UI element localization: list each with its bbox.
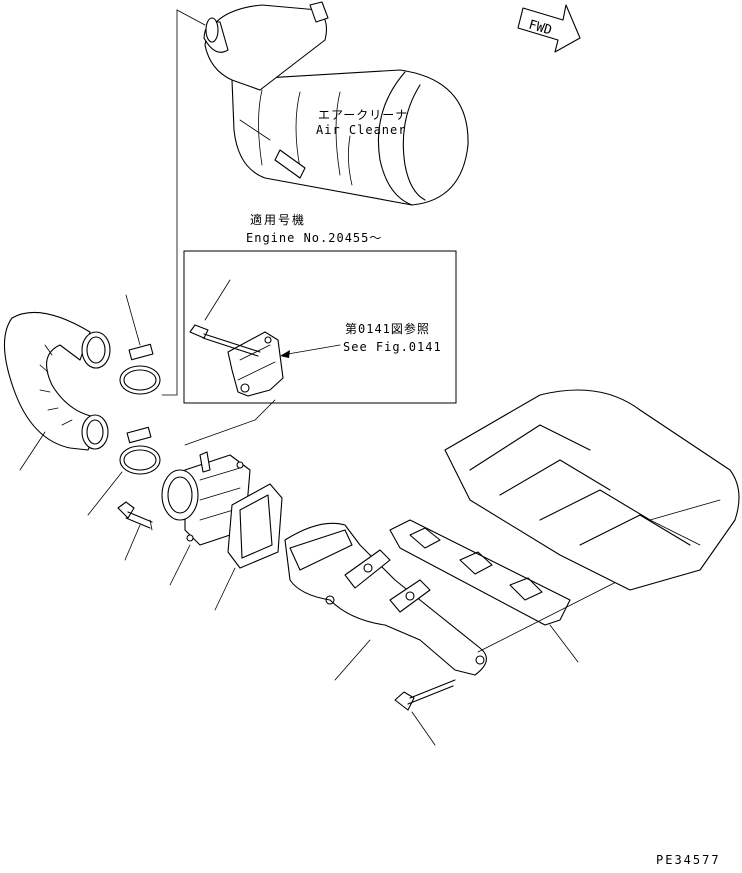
elbow-bolt	[117, 501, 153, 531]
air-cleaner-label-jp: エアークリーナ	[318, 108, 408, 122]
drawing-number: PE34577	[656, 853, 721, 867]
fwd-label: FWD	[527, 18, 554, 39]
manifold-bolt	[394, 679, 456, 711]
air-cleaner	[203, 1, 469, 206]
intake-hose	[3, 311, 111, 451]
hose-clamp-lower	[119, 426, 161, 475]
inset-frame	[183, 250, 457, 404]
applicability-label-en: Engine No.20455～	[246, 231, 382, 245]
manifold-gasket	[389, 519, 571, 626]
inset-part	[189, 279, 284, 397]
reference-label-en: See Fig.0141	[343, 340, 442, 354]
hose-clamp-upper	[119, 343, 161, 395]
air-cleaner-label-en: Air Cleaner	[316, 123, 406, 137]
cylinder-head	[444, 389, 740, 591]
fwd-arrow-icon: FWD	[517, 4, 581, 53]
reference-label-jp: 第0141図参照	[345, 321, 430, 336]
applicability-label-jp: 適用号機	[250, 212, 306, 227]
intake-manifold	[284, 522, 487, 676]
gasket	[227, 483, 283, 569]
